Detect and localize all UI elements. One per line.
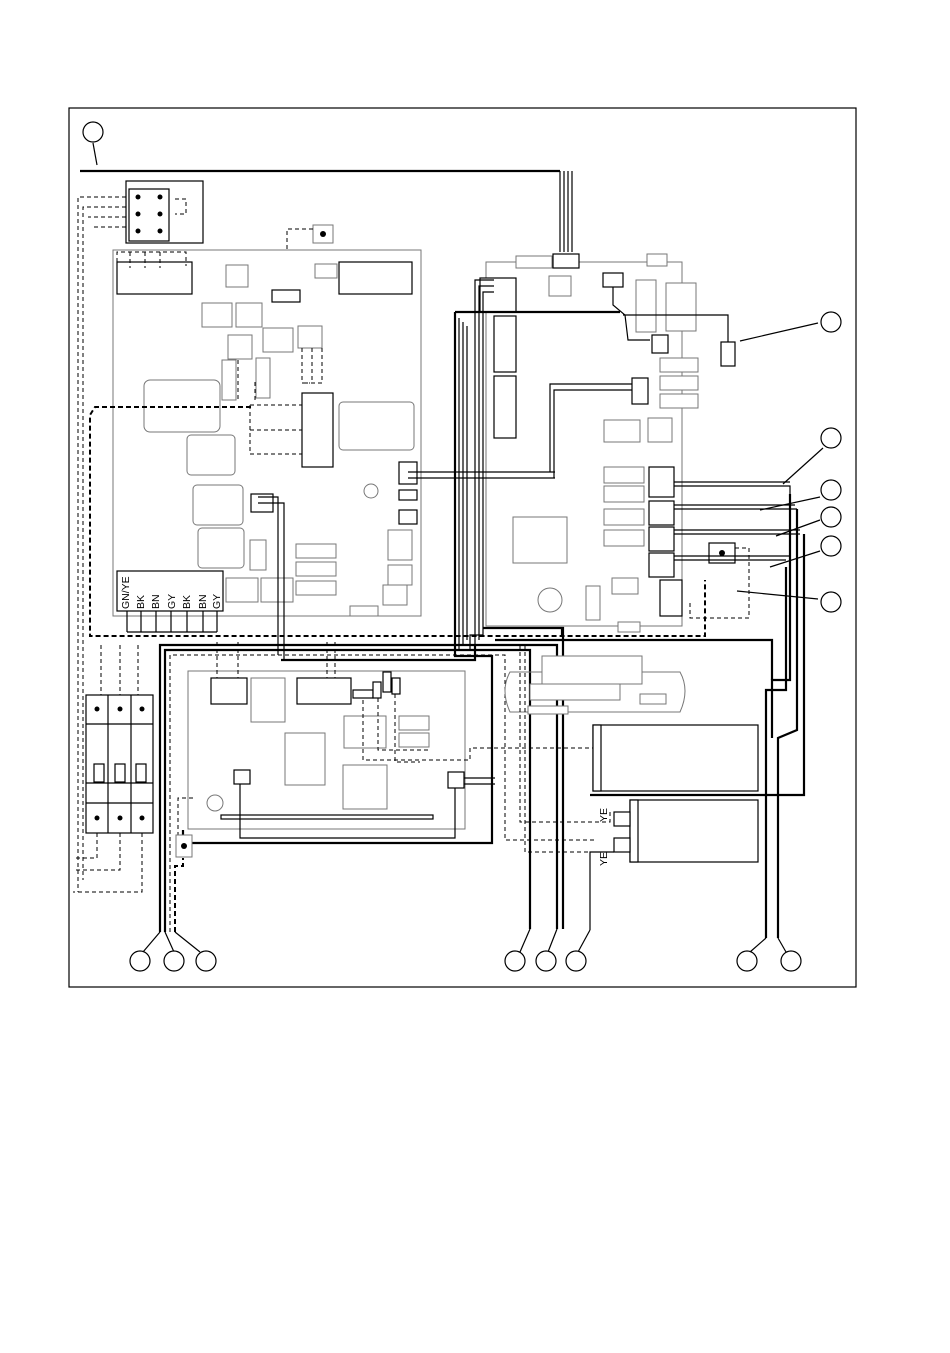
- callout-circle: [737, 951, 757, 971]
- lower-module-board: [176, 642, 595, 857]
- left-control-board: [113, 225, 421, 616]
- terminal-label-bk-1: BK: [135, 595, 147, 609]
- terminal-label-bn-1: BN: [150, 594, 162, 609]
- terminal-strip: GN/YE BK BN GY BK BN GY: [117, 571, 223, 632]
- right-harness: [590, 482, 804, 938]
- callout-circle: [821, 480, 841, 500]
- terminal-label-gy-2: GY: [211, 594, 223, 609]
- terminal-label-bn-2: BN: [197, 594, 209, 609]
- circuit-breaker: [73, 645, 153, 892]
- callout-circle: [130, 951, 150, 971]
- terminal-label-gy-1: GY: [166, 594, 178, 609]
- right-control-board: [399, 254, 749, 632]
- pump-housing: [505, 656, 685, 714]
- callout-circle: [821, 428, 841, 448]
- terminal-label-bk-2: BK: [181, 595, 193, 609]
- callout-circle: [536, 951, 556, 971]
- callout-circle: [505, 951, 525, 971]
- callout-circle: [821, 536, 841, 556]
- wire-label-ye-lower: YE: [598, 852, 610, 866]
- callout-circle: [821, 312, 841, 332]
- callout-circle: [821, 507, 841, 527]
- callout-circle: [821, 592, 841, 612]
- callout-circle: [83, 122, 103, 142]
- callout-circle: [781, 951, 801, 971]
- callout-circle: [566, 951, 586, 971]
- callout-circle: [164, 951, 184, 971]
- callout-circle: [196, 951, 216, 971]
- terminal-label-gnye: GN/YE: [120, 576, 132, 609]
- wire-label-ye-upper: YE: [598, 808, 610, 822]
